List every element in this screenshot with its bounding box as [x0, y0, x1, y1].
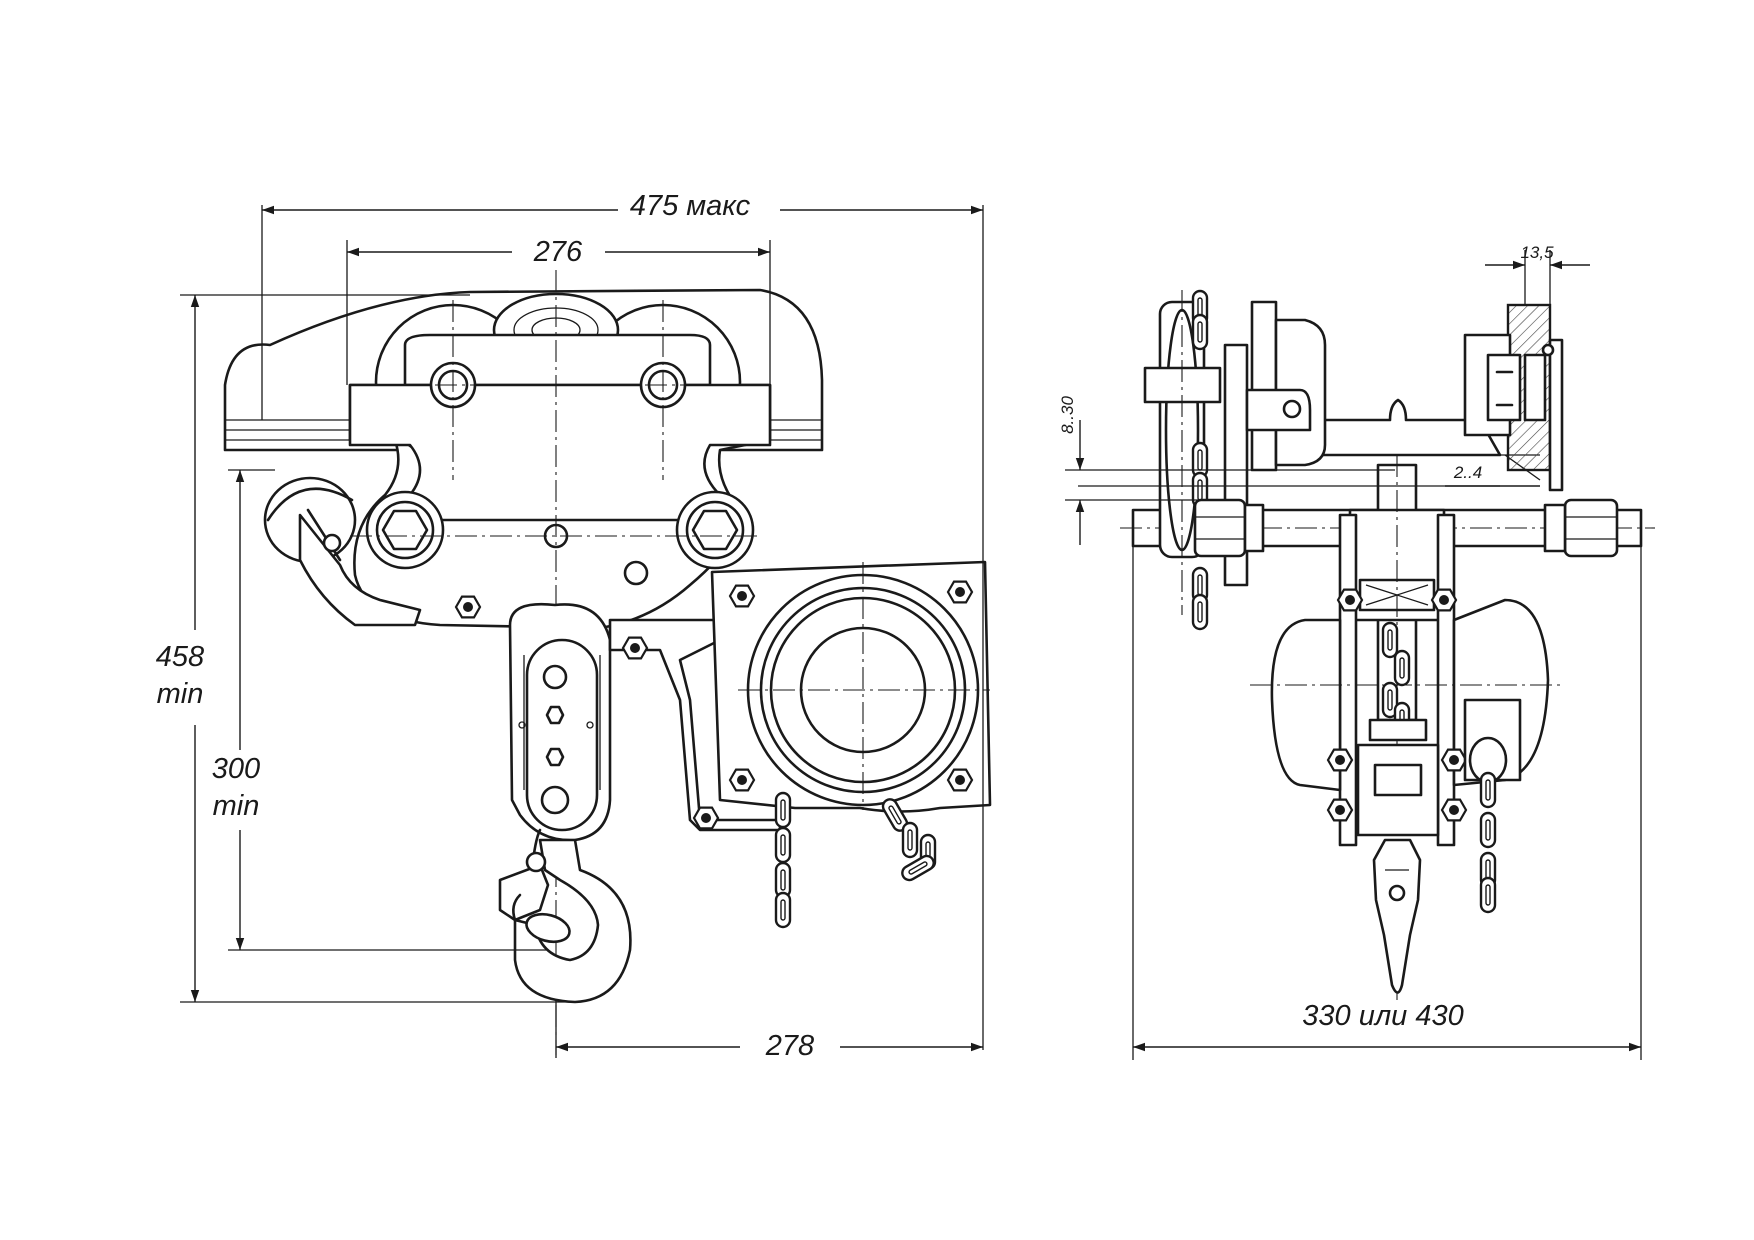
gearbox-body [1270, 618, 1342, 792]
dim-total-height-suffix: min [157, 678, 204, 710]
rail-beam [1288, 398, 1502, 457]
dim-total-height: 458 [156, 641, 204, 673]
dim-side-width: 330 или 430 [1302, 1000, 1464, 1032]
hook [513, 838, 632, 1004]
dim-washer-thickness: 13,5 [1520, 243, 1554, 262]
side-hook [1372, 838, 1422, 994]
side-view: 330 или 430 13,5 8..30 2..4 [1058, 243, 1655, 1060]
dim-wheel-base: 276 [533, 236, 583, 268]
trolley-center-plate [403, 333, 712, 387]
dim-hook-height-suffix: min [213, 790, 260, 822]
dim-hook-height: 300 [212, 753, 260, 785]
dim-flange-range: 8..30 [1058, 396, 1077, 434]
dim-hook-to-edge: 278 [765, 1030, 814, 1062]
dim-overall-width: 475 макс [630, 190, 751, 222]
front-view: 475 макс 276 458 min 300 min 278 [156, 190, 992, 1062]
dim-gap-range: 2..4 [1453, 463, 1482, 482]
hand-chain-left [774, 791, 792, 929]
